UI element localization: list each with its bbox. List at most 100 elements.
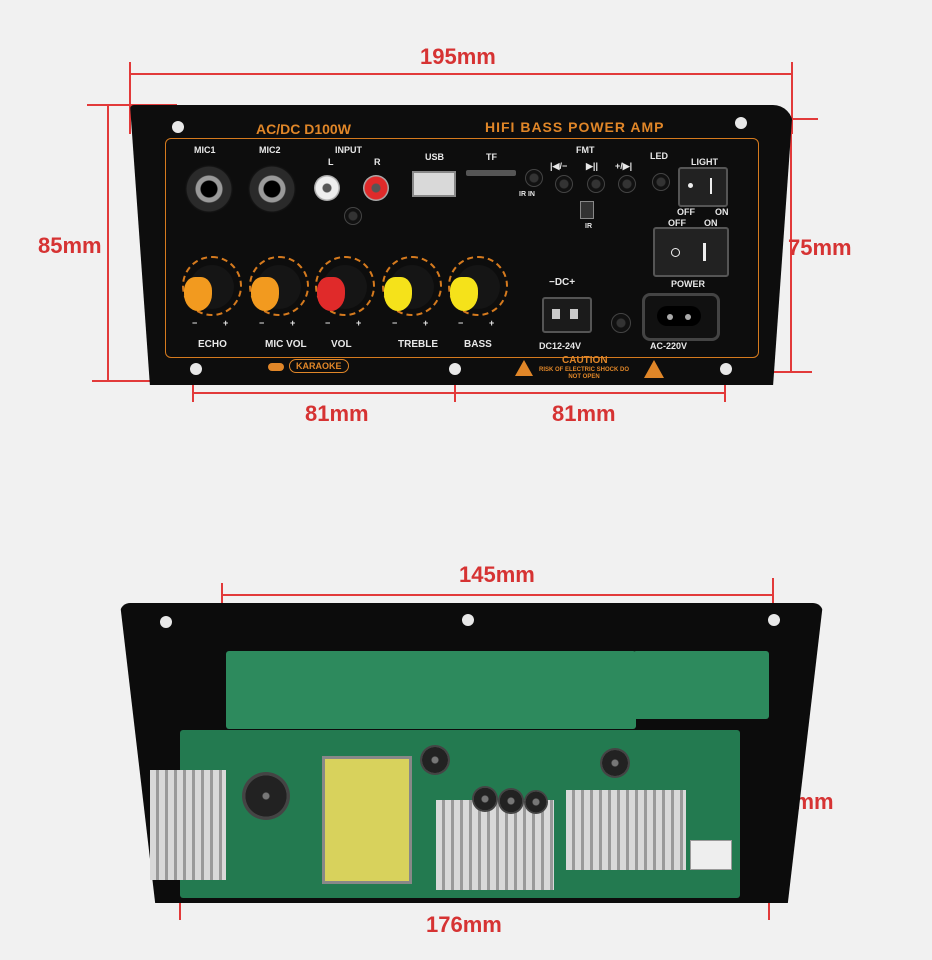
ir-in-jack[interactable]	[525, 169, 543, 187]
ir-label: IR	[585, 223, 592, 230]
dim-left-height-label: 85mm	[38, 233, 102, 258]
panel-outline	[165, 138, 759, 358]
dim-back-bottom-label: 176mm	[426, 912, 502, 937]
warning-icon-right	[644, 360, 664, 378]
tf-card-slot[interactable]	[466, 170, 516, 176]
usb-label: USB	[425, 152, 445, 162]
left-heatsink	[150, 770, 226, 880]
screw-icon	[344, 207, 362, 225]
prev-label: |◀/−	[550, 161, 568, 171]
led-label: LED	[650, 151, 668, 161]
knob-mic-vol[interactable]	[251, 265, 301, 311]
dim-line-back-top	[222, 594, 773, 596]
next-label: +/▶|	[615, 161, 633, 171]
mount-hole	[720, 363, 732, 375]
capacitor	[420, 745, 450, 775]
knob-scale-ring	[182, 256, 242, 316]
ir-receiver	[580, 201, 594, 219]
prev-button[interactable]	[555, 175, 573, 193]
model-label: AC/DC D100W	[256, 121, 351, 137]
knob-cap	[450, 277, 478, 311]
knob-bass[interactable]	[450, 265, 500, 311]
input-label: INPUT	[335, 145, 362, 155]
dim-line-left-height	[107, 105, 109, 381]
large-capacitor	[242, 772, 290, 820]
power-label: POWER	[671, 279, 706, 289]
light-off-label: OFF	[677, 207, 695, 217]
mic1-label: MIC1	[194, 145, 216, 155]
knob-minus-label: −	[259, 318, 265, 328]
knob-plus-label: +	[223, 318, 229, 328]
power-on-label: ON	[704, 218, 718, 228]
dim-tick-top-right	[791, 62, 793, 134]
mount-hole	[768, 614, 780, 626]
dim-line-bottom	[193, 392, 725, 394]
light-switch[interactable]	[678, 167, 728, 207]
dim-tick-bottom-mid	[454, 372, 456, 402]
knob-plus-label: +	[489, 318, 495, 328]
power-switch[interactable]	[653, 227, 729, 277]
karaoke-mic-icon	[268, 363, 284, 371]
panel-title: HIFI BASS POWER AMP	[485, 119, 665, 135]
karaoke-label: KARAOKE	[289, 359, 349, 373]
knob-treble[interactable]	[384, 265, 434, 311]
rca-right-jack[interactable]	[363, 175, 389, 201]
capacitor	[600, 748, 630, 778]
center-heatsink	[436, 800, 554, 890]
knob-vol[interactable]	[317, 265, 367, 311]
dim-line-right-height	[790, 118, 792, 372]
knob-plus-label: +	[423, 318, 429, 328]
light-on-label: ON	[715, 207, 729, 217]
mount-hole	[190, 363, 202, 375]
ac-rating-label: AC-220V	[650, 341, 688, 351]
mount-hole	[172, 121, 184, 133]
dc-rating-label: DC12-24V	[539, 341, 582, 351]
led-indicator	[652, 173, 670, 191]
dim-back-top-label: 145mm	[459, 562, 535, 587]
play-label: ▶||	[586, 161, 598, 171]
capacitor	[472, 786, 498, 812]
caution-detail: RISK OF ELECTRIC SHOCK DO NOT OPEN	[538, 367, 629, 380]
switch-circuit-board	[633, 651, 769, 719]
knob-scale-ring	[382, 256, 442, 316]
fuse-icon	[611, 313, 631, 333]
knob-echo[interactable]	[184, 265, 234, 311]
rca-left-jack[interactable]	[314, 175, 340, 201]
usb-port[interactable]	[412, 171, 456, 197]
dc-input-connector[interactable]	[542, 297, 592, 333]
dim-right-height-label: 75mm	[788, 235, 852, 260]
dim-bottom-right-label: 81mm	[552, 401, 616, 426]
ir-in-label: IR IN	[519, 191, 535, 198]
play-pause-button[interactable]	[587, 175, 605, 193]
mount-hole	[449, 363, 461, 375]
knob-cap	[184, 277, 212, 311]
fmt-label: FMT	[576, 145, 595, 155]
mount-hole	[462, 614, 474, 626]
amplifier-front-panel: AC/DC D100W HIFI BASS POWER AMP MIC1 MIC…	[130, 105, 793, 385]
next-button[interactable]	[618, 175, 636, 193]
knob-plus-label: +	[356, 318, 362, 328]
mic1-jack[interactable]	[185, 165, 233, 213]
mic2-jack[interactable]	[248, 165, 296, 213]
knob-minus-label: −	[192, 318, 198, 328]
right-heatsink	[566, 790, 686, 870]
knob-minus-label: −	[458, 318, 464, 328]
knob-cap	[251, 277, 279, 311]
control-circuit-board	[226, 651, 636, 729]
ac-input-socket[interactable]	[642, 293, 720, 341]
dim-tick-bottom-left	[192, 372, 194, 402]
light-label: LIGHT	[691, 157, 718, 167]
mic2-label: MIC2	[259, 145, 281, 155]
dim-tick-top-left	[129, 62, 131, 134]
knob-label: TREBLE	[398, 339, 438, 350]
caution-label: CAUTION	[562, 355, 608, 366]
knob-label: BASS	[464, 339, 492, 350]
mount-hole	[160, 616, 172, 628]
dim-tick-left-bottom	[92, 380, 182, 382]
tf-label: TF	[486, 152, 497, 162]
warning-icon-left	[515, 360, 533, 376]
capacitor	[498, 788, 524, 814]
power-off-label: OFF	[668, 218, 686, 228]
knob-cap	[317, 277, 345, 311]
transformer	[322, 756, 412, 884]
